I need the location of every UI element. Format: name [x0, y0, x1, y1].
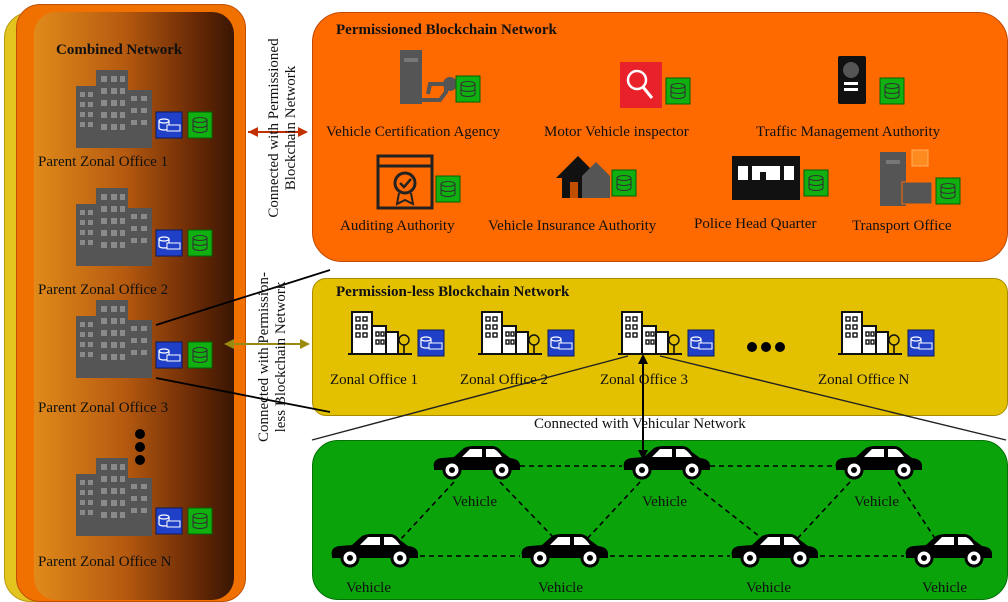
vehicle-label: Vehicle	[854, 494, 899, 510]
vehicular-zoom-line-right	[659, 355, 1007, 441]
motor-vehicle-inspector-label: Motor Vehicle inspector	[544, 124, 689, 140]
police-headquarter-icon	[732, 156, 829, 200]
traffic-management-label: Traffic Management Authority	[756, 124, 941, 140]
zoom-line-top	[155, 269, 331, 326]
permissionless-network-title: Permission-less Blockchain Network	[336, 284, 570, 300]
transport-office-label: Transport Office	[852, 218, 952, 234]
certification-agency-label: Vehicle Certification Agency	[326, 124, 501, 140]
zonal-office-n-label: Zonal Office N	[818, 372, 910, 388]
vehicle-label: Vehicle	[346, 580, 391, 596]
auditing-authority-icon	[376, 154, 461, 210]
parent-office-3-label: Parent Zonal Office 3	[38, 400, 169, 416]
permissionless-connection-label-line1: Connected with Permission-	[256, 272, 272, 442]
parent-office-3-node-icons	[155, 341, 213, 369]
vehicular-connection-arrow	[638, 354, 648, 460]
auditing-authority-label: Auditing Authority	[340, 218, 455, 234]
permissioned-connection-label-line1: Connected with Permissioned	[266, 38, 282, 218]
permissioned-connection-arrow	[248, 127, 308, 137]
permissionless-connection-arrow	[224, 339, 310, 349]
zonal-office-3-icon	[617, 311, 715, 357]
vehicle-label: Vehicle	[452, 494, 497, 510]
vehicle-car-icon	[730, 532, 820, 568]
parent-office-2-label: Parent Zonal Office 2	[38, 282, 169, 298]
insurance-authority-label: Vehicle Insurance Authority	[488, 218, 657, 234]
vehicular-connection-label: Connected with Vehicular Network	[534, 416, 746, 432]
vehicle-car-icon	[904, 532, 994, 568]
zonal-office-2-label: Zonal Office 2	[460, 372, 549, 388]
vehicle-mesh-links	[399, 465, 937, 557]
parent-office-n-label: Parent Zonal Office N	[38, 554, 172, 570]
vehicle-car-icon	[330, 532, 420, 568]
parent-office-n-node-icons	[155, 507, 213, 535]
insurance-authority-icon	[556, 156, 637, 198]
transport-office-icon	[880, 149, 961, 206]
traffic-management-icon	[838, 56, 905, 105]
permissioned-network-panel	[312, 12, 1008, 262]
combined-network-title: Combined Network	[56, 42, 183, 58]
zonal-office-1-label: Zonal Office 1	[330, 372, 419, 388]
permissionless-connection-label: Connected with Permission- less Blockcha…	[256, 262, 290, 452]
vehicle-car-icon	[834, 444, 924, 480]
motor-vehicle-inspector-icon	[620, 62, 691, 108]
parent-office-1-building-icon	[76, 70, 152, 148]
zonal-office-3-label: Zonal Office 3	[600, 372, 689, 388]
vehicle-label: Vehicle	[642, 494, 687, 510]
police-headquarter-label: Police Head Quarter	[694, 216, 817, 232]
vehicle-car-icon	[520, 532, 610, 568]
zonal-office-n-icon	[837, 311, 935, 357]
vehicle-car-icon	[432, 444, 522, 480]
permissionless-connection-label-line2: less Blockchain Network	[273, 281, 289, 433]
parent-office-2-node-icons	[155, 229, 213, 257]
parent-office-3-building-icon	[76, 300, 152, 378]
vehicle-car-icon	[622, 444, 712, 480]
certification-agency-icon	[400, 50, 481, 104]
zoom-line-bottom	[155, 377, 331, 413]
zonal-office-2-icon	[477, 311, 575, 357]
zonal-office-1-icon	[347, 311, 445, 357]
vehicle-label: Vehicle	[746, 580, 791, 596]
vehicle-label: Vehicle	[538, 580, 583, 596]
permissioned-network-title: Permissioned Blockchain Network	[336, 22, 557, 38]
parent-office-n-building-icon	[76, 458, 152, 536]
vehicle-label: Vehicle	[922, 580, 967, 596]
parent-office-1-node-icons	[155, 111, 213, 139]
parent-office-1-label: Parent Zonal Office 1	[38, 154, 169, 170]
permissioned-connection-label-line2: Blockchain Network	[283, 65, 299, 191]
parent-office-2-building-icon	[76, 188, 152, 266]
vehicular-zoom-line-left	[311, 355, 629, 441]
ellipsis-horizontal-icon	[747, 342, 785, 352]
ellipsis-vertical-icon	[135, 429, 145, 465]
permissioned-connection-label: Connected with Permissioned Blockchain N…	[266, 8, 300, 248]
